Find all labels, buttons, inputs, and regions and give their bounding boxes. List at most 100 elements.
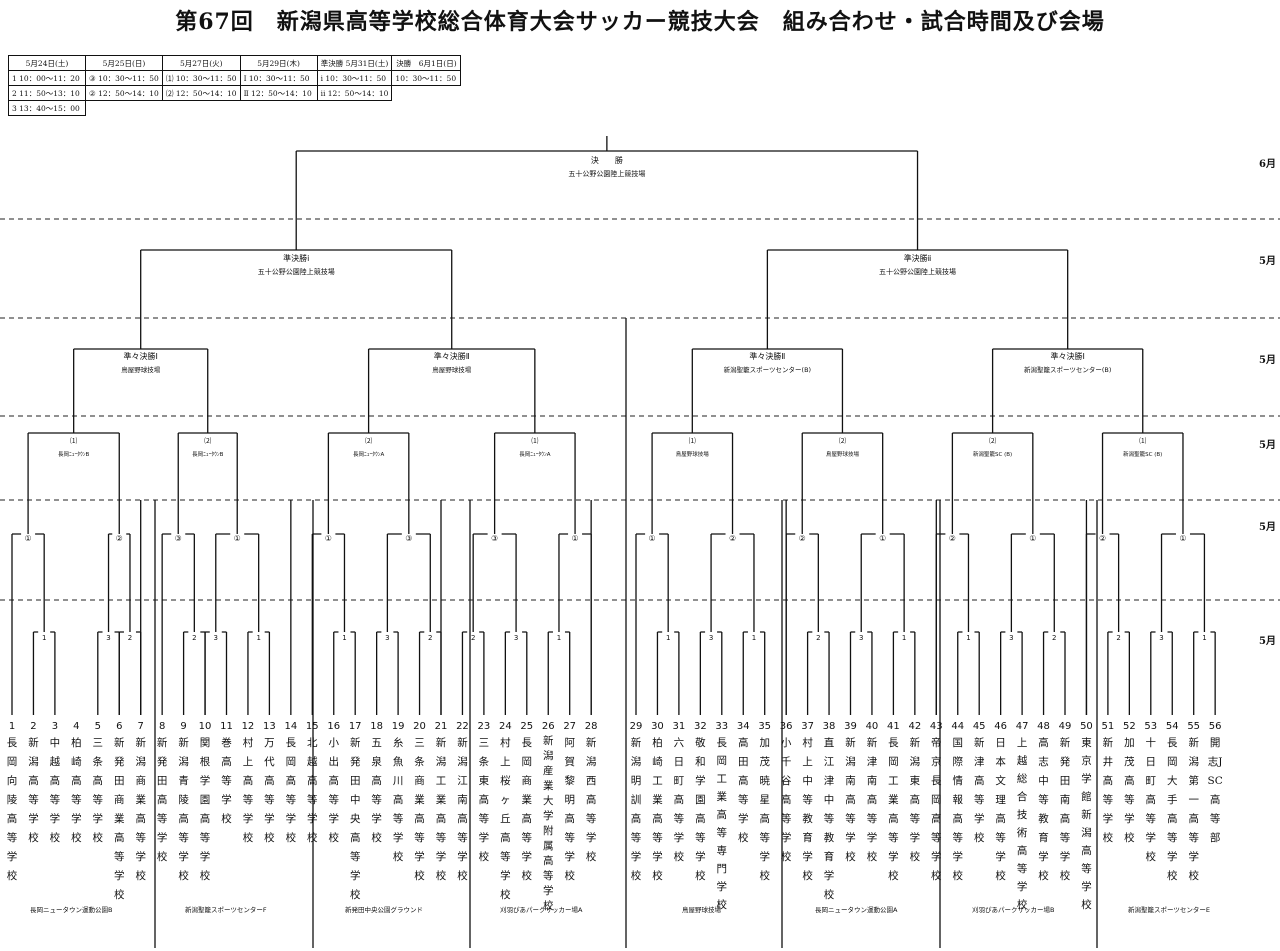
team-name: 高志中等教育学校: [1038, 737, 1049, 882]
schedule-cell: ⅱ 12：50～14：10: [316, 85, 393, 101]
round1-code: 1: [256, 634, 260, 642]
team-entry: 31 六日町高等学校: [671, 720, 687, 867]
round2-code: ②: [729, 534, 736, 543]
team-name: 六日町高等学校: [673, 737, 685, 863]
team-number: 39: [844, 721, 857, 732]
team-number: 17: [348, 721, 362, 732]
round2-code-bg: [875, 531, 890, 543]
team-name: 柏崎工業高等学校: [652, 737, 663, 882]
team-number: 10: [198, 721, 212, 732]
team-name: 新発田南高等学校: [1059, 737, 1071, 882]
team-name: 関根学園高等学校: [199, 737, 211, 882]
team-number: 45: [972, 721, 986, 732]
quarterfinal-venue: 新潟聖籠スポーツセンター(B): [1024, 365, 1111, 374]
team-number: 46: [994, 721, 1007, 732]
round2-code: ①: [649, 534, 656, 543]
team-number: 25: [520, 721, 534, 732]
team-name: 長岡商業高等学校: [521, 737, 533, 882]
round1-code-bg: [424, 630, 437, 642]
team-name: 長岡工業高等専門学校: [716, 737, 728, 911]
round1-code: 3: [1159, 634, 1163, 642]
team-name: 新潟工業高等学校: [435, 737, 447, 882]
schedule-row: 3 13：40～15：00: [8, 100, 461, 116]
round2-code: ③: [491, 534, 498, 543]
round2-code-bg: [795, 531, 810, 543]
round2-code-bg: [171, 531, 186, 543]
round1-code-bg: [898, 630, 911, 642]
team-number: 41: [887, 721, 900, 732]
page-title: 第67回 新潟県高等学校総合体育大会サッカー競技大会 組み合わせ・試合時間及び会…: [175, 9, 1105, 35]
team-name: 新潟東高等学校: [909, 737, 921, 863]
round2-code: ①: [25, 534, 32, 543]
round-date-label: 5月: [1259, 440, 1276, 451]
bottom-venue-note: 長岡ニュータウン運動公園A: [815, 906, 898, 914]
team-number: 9: [180, 721, 187, 732]
team-name: 長岡工業高等学校: [888, 737, 899, 882]
team-number: 47: [1015, 721, 1029, 732]
round1-code-bg: [812, 630, 825, 642]
bottom-venue-note: 鳥屋野球技場: [682, 906, 721, 914]
round2-code: ①: [325, 534, 332, 543]
round3-venue: 長岡ﾆｭｰﾀｳﾝA: [353, 451, 385, 458]
team-number: 42: [908, 721, 922, 732]
round1-code: 1: [42, 634, 46, 642]
team-number: 52: [1122, 721, 1136, 732]
round3-code: ⑵: [365, 436, 372, 445]
team-number: 12: [241, 721, 255, 732]
team-name: 長岡向陵高等学校: [6, 737, 18, 882]
team-name: 国際情報高等学校: [952, 737, 964, 882]
team-name: 村上高等学校: [242, 737, 254, 844]
round-date-label: 6月: [1259, 159, 1276, 170]
round1-code: 1: [966, 634, 970, 642]
round1-code: 3: [514, 634, 518, 642]
team-number: 40: [865, 721, 879, 732]
quarterfinal-label: 準々決勝Ⅰ: [1051, 351, 1085, 361]
quarterfinal-venue: 鳥屋野球技場: [121, 365, 161, 374]
bottom-venue-note: 刈羽ぴあパークサッカー場A: [500, 906, 583, 914]
team-name: 小千谷高等学校: [780, 737, 792, 863]
round1-code: 1: [1202, 634, 1206, 642]
round2-code-bg: [645, 531, 660, 543]
team-number: 31: [672, 721, 686, 732]
round2-code-bg: [1095, 531, 1110, 543]
round3-venue: 新潟聖籠SC (B): [1123, 450, 1162, 458]
schedule-cell: ② 12：50～14：10: [85, 85, 163, 101]
schedule-cell: 3 13：40～15：00: [8, 100, 86, 116]
semifinal-label: 準決勝ⅱ: [904, 253, 932, 263]
round1-code-bg: [1048, 630, 1061, 642]
round2-code: ②: [1099, 534, 1106, 543]
round2-code: ①: [234, 534, 241, 543]
team-number: 48: [1037, 721, 1050, 732]
team-name: 新潟第一高等学校: [1188, 737, 1199, 882]
team-entry: 12 村上高等学校: [240, 720, 256, 848]
team-number: 49: [1058, 721, 1072, 732]
round1-code-bg: [1005, 630, 1018, 642]
round1-code: 1: [752, 634, 756, 642]
schedule-table: 5月24日(土) 5月25日(日) 5月27日(火) 5月29日(木) 準決勝 …: [8, 55, 462, 116]
team-number: 55: [1187, 721, 1201, 732]
round1-code: 2: [816, 634, 820, 642]
round2-code: ②: [116, 534, 123, 543]
bottom-venue-note: 刈羽ぴあパークサッカー場B: [972, 906, 1055, 914]
team-entry: 49 新発田南高等学校: [1057, 720, 1073, 886]
team-name: 新津高等学校: [973, 737, 985, 844]
team-number: 51: [1101, 721, 1115, 732]
team-number: 23: [477, 721, 491, 732]
round1-code-bg: [705, 630, 718, 642]
team-name: 新発田中央高等学校: [349, 737, 361, 901]
round3-code: ⑴: [689, 436, 696, 445]
quarterfinal-venue: 鳥屋野球技場: [432, 365, 472, 374]
team-name: 北越高等学校: [307, 737, 318, 844]
round2-code: ③: [405, 534, 412, 543]
team-number: 34: [736, 721, 750, 732]
team-entry: 45 新津高等学校: [971, 720, 987, 848]
